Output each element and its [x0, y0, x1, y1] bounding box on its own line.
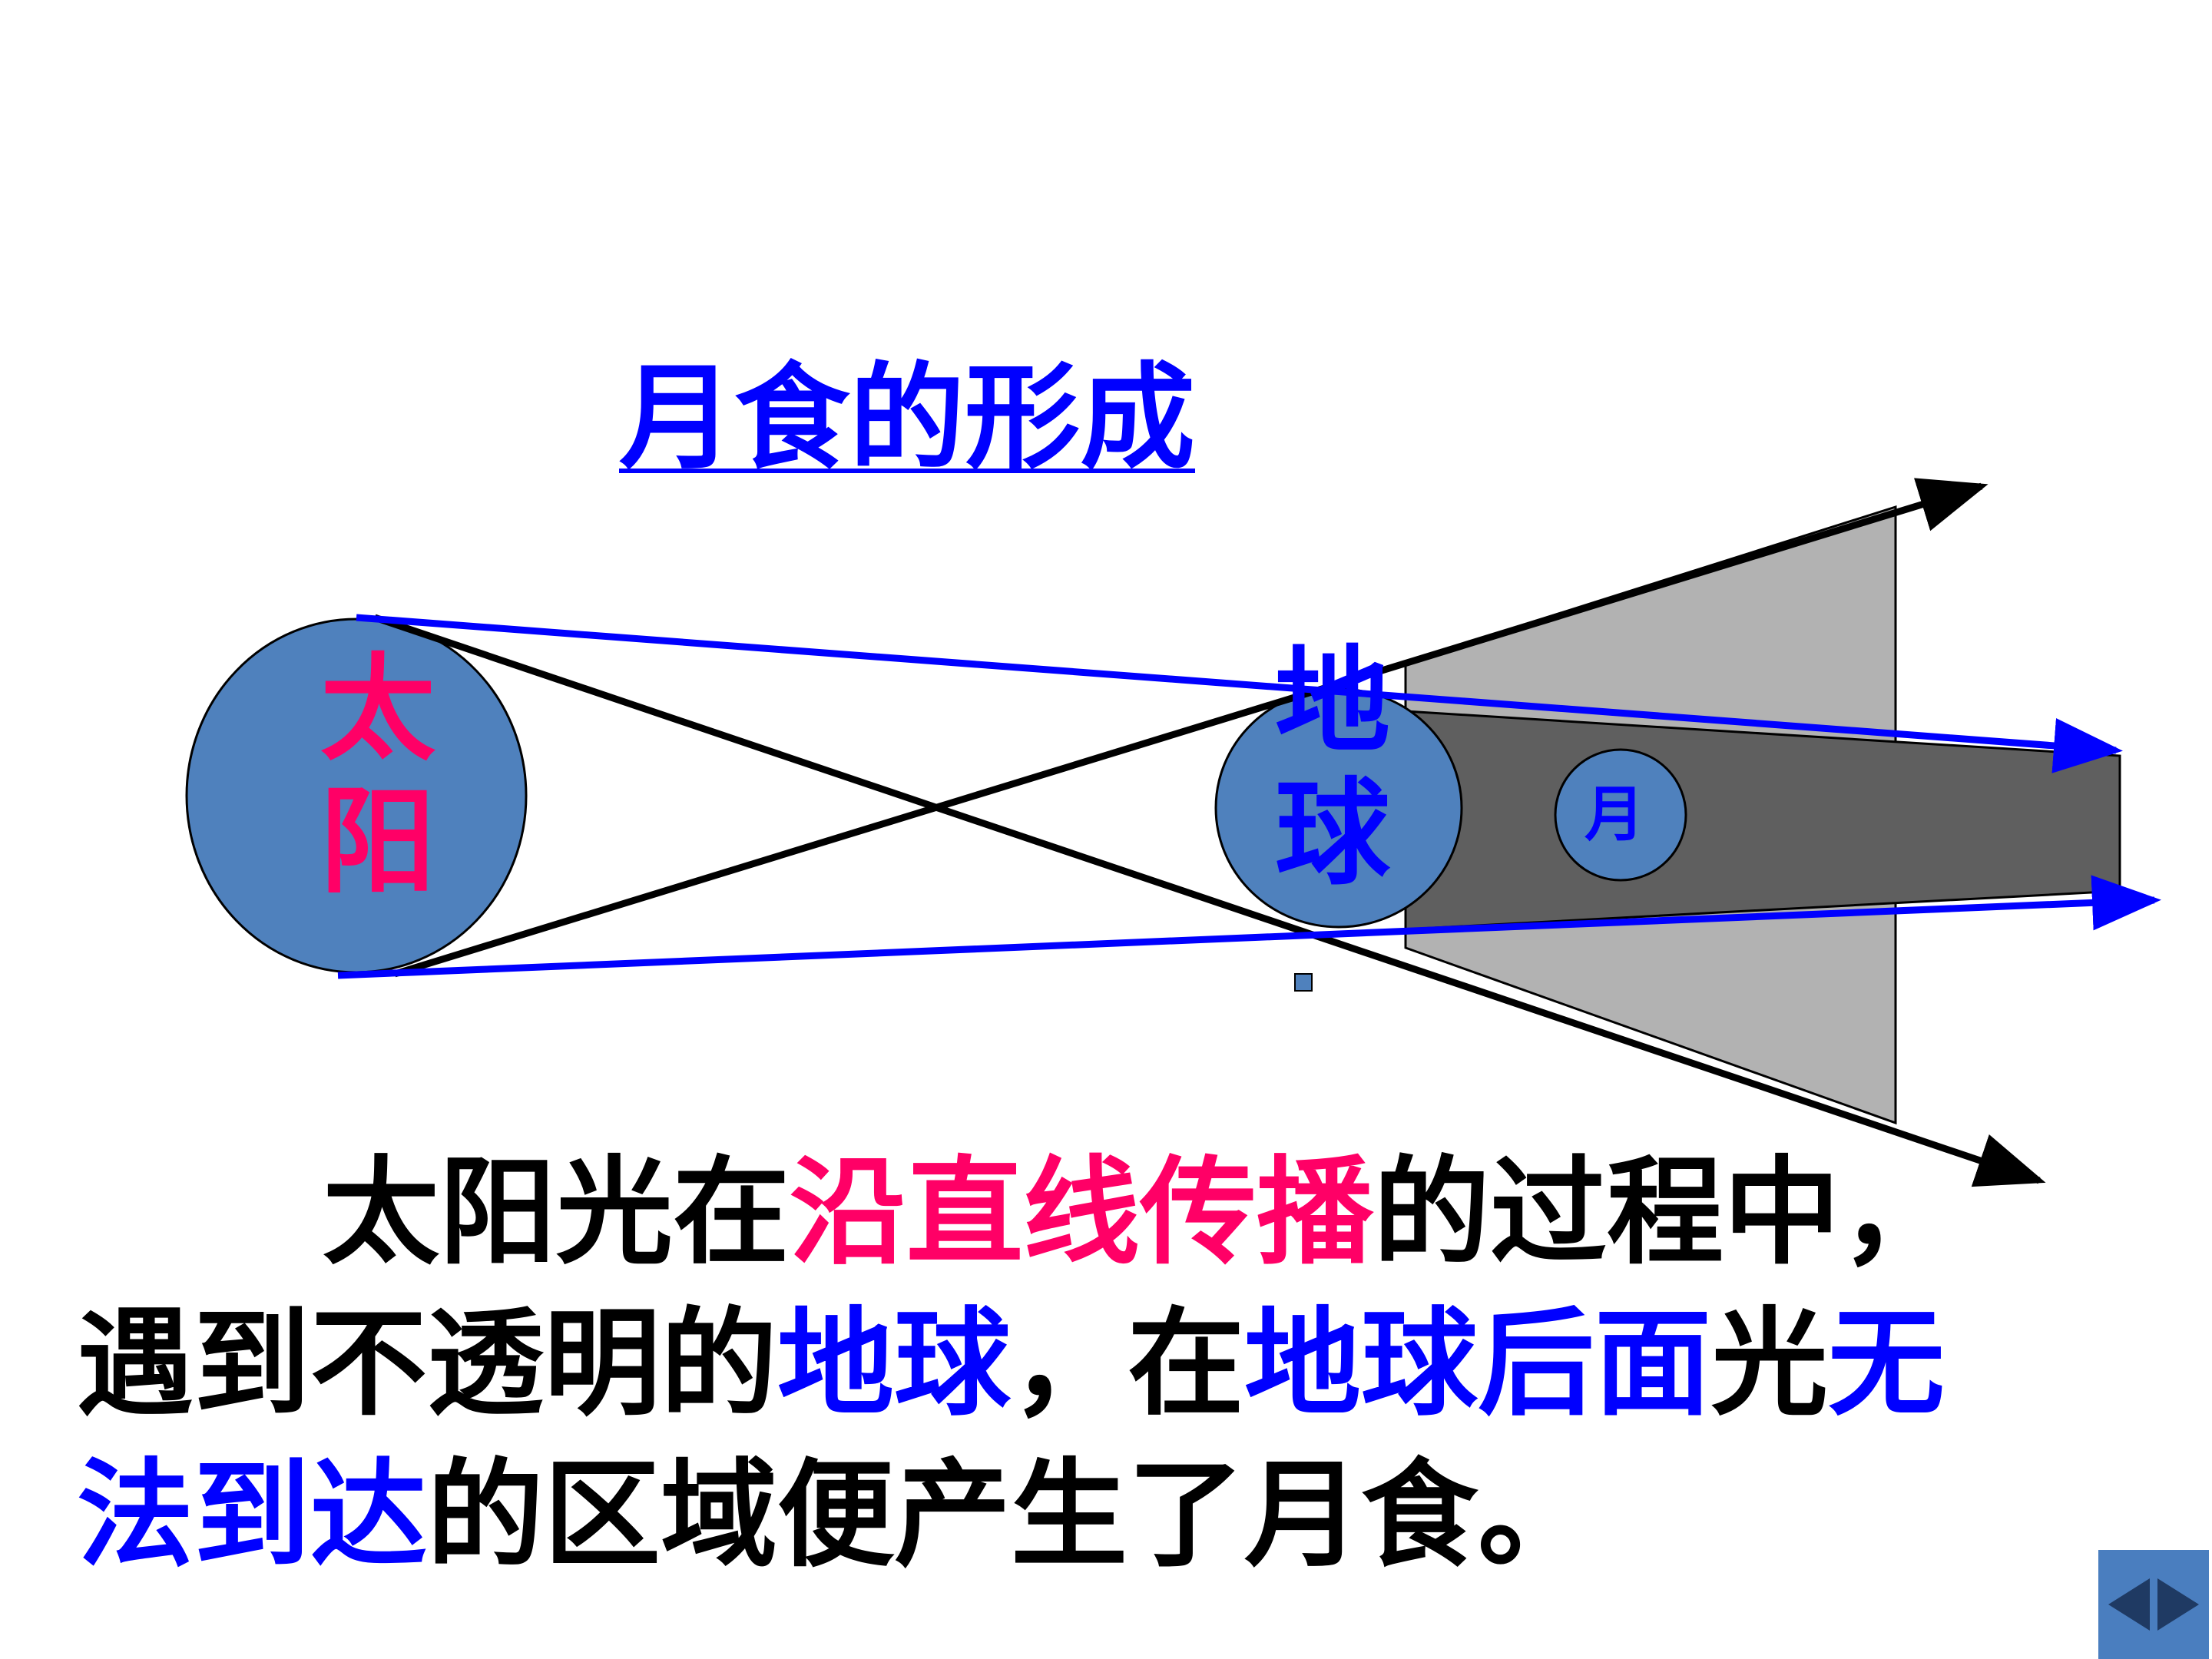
caption-line-1: 太阳光在沿直线传播的过程中，: [77, 1137, 2089, 1288]
black-ray-upper: [393, 478, 1988, 978]
sun-label: 太: [320, 643, 435, 777]
sun-label-second: 阳: [320, 776, 435, 909]
slide-navigation: [2098, 1550, 2209, 1659]
caption-segment: 太阳光在: [323, 1144, 790, 1280]
small-marker-square: [1294, 973, 1313, 992]
moon-label: 月: [1584, 780, 1644, 849]
blue-ray-lower: [337, 875, 2161, 979]
black-ray-lower: [373, 614, 2046, 1187]
caption-segment: ，在: [1011, 1296, 1244, 1432]
caption-segment: 无: [1828, 1296, 1945, 1432]
caption-segment: 地球: [777, 1296, 1011, 1432]
caption-segment: 的过程中，: [1373, 1144, 1957, 1280]
slide-title: 月食的形成: [619, 352, 1196, 485]
earth-label-second: 球: [1275, 767, 1391, 901]
earth-label: 地: [1275, 635, 1390, 769]
caption-line-2: 遇到不透明的地球，在地球后面光无: [77, 1288, 2089, 1439]
caption-line-3: 法到达的区域便产生了月食。: [77, 1439, 2089, 1591]
blue-ray-upper: [356, 614, 2123, 773]
caption-segment: 沿直线传播: [790, 1144, 1373, 1280]
caption-segment: 光: [1711, 1296, 1828, 1432]
moon-circle: [1554, 748, 1687, 882]
caption-segment: 遇到不透明的: [77, 1296, 777, 1432]
triangle-right-icon[interactable]: [2157, 1578, 2199, 1631]
triangle-left-icon[interactable]: [2108, 1578, 2150, 1631]
caption-segment: 的区域便产生了月食。: [427, 1447, 1594, 1583]
caption: 太阳光在沿直线传播的过程中， 遇到不透明的地球，在地球后面光无 法到达的区域便产…: [77, 1137, 2089, 1591]
caption-segment: 法到达: [77, 1447, 427, 1583]
caption-segment: 地球后面: [1244, 1296, 1711, 1432]
